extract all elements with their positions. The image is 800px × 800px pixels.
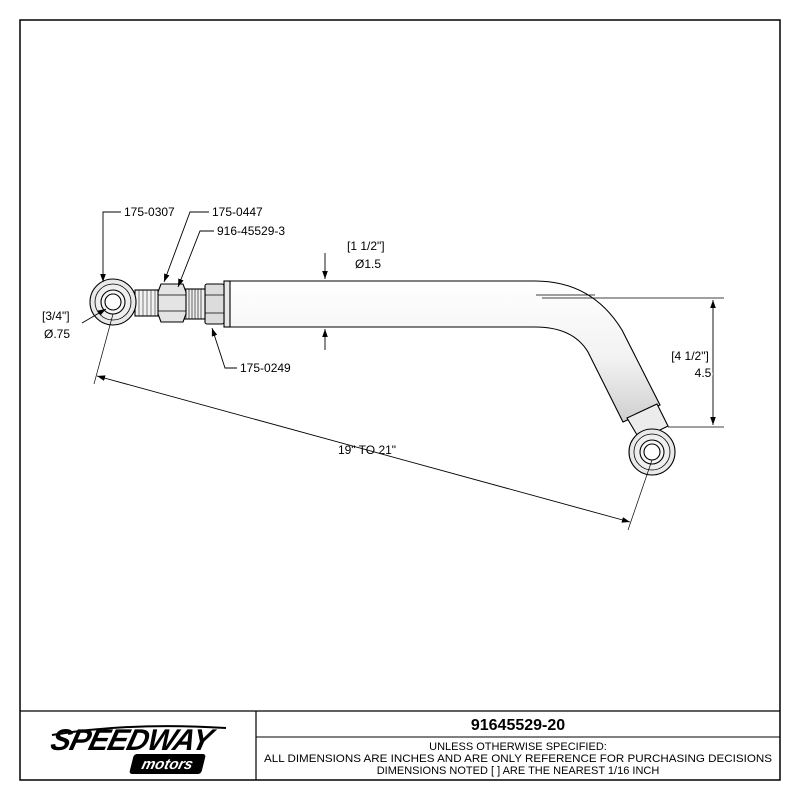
hex-jam-nut (157, 283, 187, 323)
labels: 175-0307 175-0447 916-45529-3 175-0249 [… (42, 205, 714, 457)
link-assembly (89, 278, 676, 476)
note-line-3: DIMENSIONS NOTED [ ] ARE THE NEAREST 1/1… (377, 765, 660, 777)
note-line-1: UNLESS OTHERWISE SPECIFIED: (429, 741, 607, 753)
leader-adjuster (177, 230, 214, 288)
tube-dia-fraction: [1 1/2"] (347, 239, 385, 253)
title-block: SPEEDWAY motors 91645529-20 UNLESS OTHER… (20, 710, 780, 780)
speedway-logo: SPEEDWAY motors (47, 723, 227, 774)
label-adjuster: 916-45529-3 (217, 224, 285, 238)
length-ext-left (93, 313, 114, 385)
rod-end-shank-left (134, 289, 159, 317)
rod-end-eye-right (628, 428, 676, 476)
length-range: 19" TO 21" (338, 443, 396, 457)
eye-dia-leader (81, 308, 107, 324)
part-number: 91645529-20 (471, 717, 565, 734)
logo-word-speedway: SPEEDWAY (47, 723, 219, 756)
rod-end-eye-left (89, 278, 137, 326)
note-line-2: ALL DIMENSIONS ARE INCHES AND ARE ONLY R… (264, 753, 772, 765)
dimension-lines (81, 211, 724, 531)
drop-decimal: 4.5 (695, 366, 712, 380)
eye-dia-fraction: [3/4"] (42, 309, 70, 323)
label-jam-nut: 175-0447 (212, 205, 263, 219)
eye-dia-decimal: Ø.75 (44, 327, 70, 341)
leader-rod-end-left (100, 211, 121, 282)
label-tube-insert: 175-0249 (240, 361, 291, 375)
tube-end-band (223, 280, 231, 328)
length-dim-line (96, 375, 631, 523)
bent-tube (228, 280, 661, 423)
leader-jam-nut (163, 211, 209, 283)
length-ext-right (627, 459, 653, 531)
tube-dia-decimal: Ø1.5 (355, 257, 381, 271)
sheet-border (19, 19, 781, 781)
logo-word-motors: motors (140, 756, 195, 773)
label-rod-end-left: 175-0307 (124, 205, 175, 219)
tube-insert-nut (204, 283, 225, 325)
drop-fraction: [4 1/2"] (671, 349, 709, 363)
leader-tube-insert (211, 327, 237, 369)
